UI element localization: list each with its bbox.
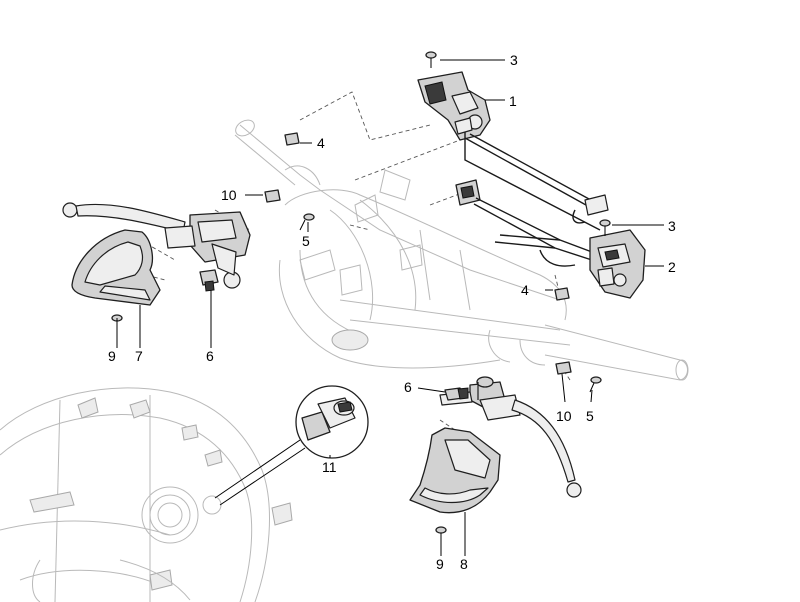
clip-4-upper xyxy=(284,132,300,146)
callout-9-left: 9 xyxy=(108,348,116,364)
screw-5-left xyxy=(299,213,315,231)
right-brake-lever-assembly xyxy=(439,376,582,498)
clip-10-left xyxy=(264,189,281,203)
callout-5-left: 5 xyxy=(302,233,310,249)
callout-6-left: 6 xyxy=(206,348,214,364)
callout-6-right: 6 xyxy=(404,379,412,395)
part-8-right-cover xyxy=(409,427,501,514)
callout-labels: 3 1 4 10 5 3 2 4 9 7 6 6 10 5 11 9 8 xyxy=(108,52,676,572)
callout-8: 8 xyxy=(460,556,468,572)
label-leaders xyxy=(116,59,664,556)
part-6-stop-switch-left xyxy=(199,269,219,292)
callout-4-lower: 4 xyxy=(521,282,529,298)
screw-3-lower xyxy=(599,219,611,236)
callout-10-left: 10 xyxy=(221,187,237,203)
callout-7: 7 xyxy=(135,348,143,364)
clip-4-lower xyxy=(554,287,570,301)
callout-3-upper: 3 xyxy=(510,52,518,68)
screw-5-right xyxy=(589,376,602,393)
part-6-stop-switch-right xyxy=(444,387,469,401)
clip-10-right xyxy=(555,361,572,375)
callout-10-right: 10 xyxy=(556,408,572,424)
body-shell-ghost xyxy=(0,387,293,602)
callout-11: 11 xyxy=(322,459,337,475)
part-2-switch-lower xyxy=(589,229,646,299)
part-7-left-cover xyxy=(71,229,161,306)
callout-1: 1 xyxy=(509,93,517,109)
part-1-switch-upper xyxy=(417,71,609,231)
handlebar-housing-ghost xyxy=(234,119,689,381)
screws xyxy=(111,51,611,542)
callout-2: 2 xyxy=(668,259,676,275)
clips xyxy=(264,132,572,375)
left-brake-lever-assembly xyxy=(62,202,251,289)
callout-5-right: 5 xyxy=(586,408,594,424)
screw-3-upper xyxy=(425,51,437,68)
wiring-harness xyxy=(455,179,601,267)
callout-3-lower: 3 xyxy=(668,218,676,234)
callout-4-upper: 4 xyxy=(317,135,325,151)
callout-9-right: 9 xyxy=(436,556,444,572)
screw-9-right xyxy=(435,526,447,542)
part-11-detail xyxy=(214,385,369,506)
